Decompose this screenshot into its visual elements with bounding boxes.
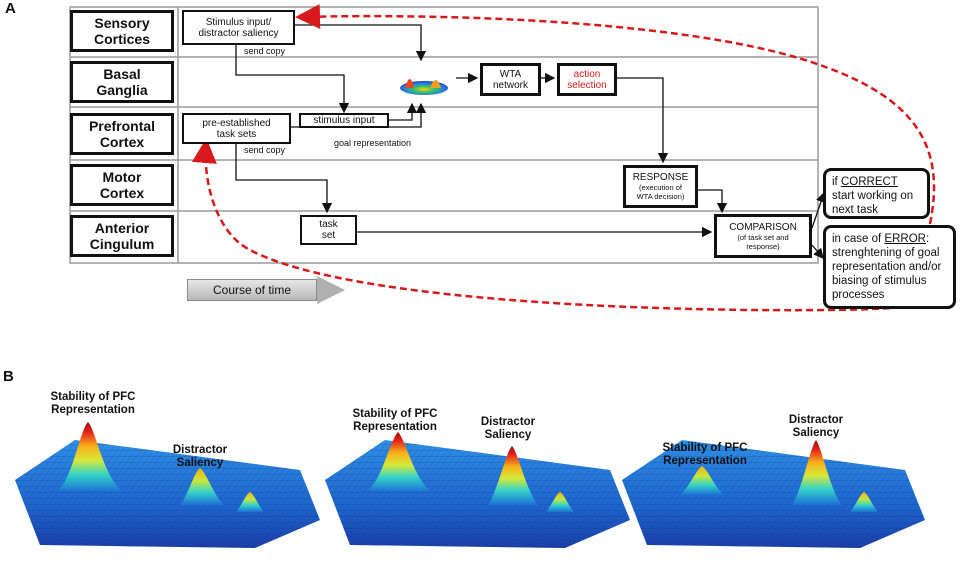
- error-outcome-box: in case of ERROR: strenghtening of goal …: [823, 225, 956, 309]
- pre-established-task-sets-box: pre-established task sets: [182, 113, 291, 144]
- task-set-box: task set: [300, 215, 357, 245]
- comparison-box: COMPARISON (of task set and response): [714, 214, 812, 258]
- error-prefix: in case of: [832, 233, 885, 245]
- response-subtitle: (execution of WTA decision): [636, 183, 685, 201]
- wta-surface-icon: [400, 79, 448, 95]
- surface-2-distractor-label: Distractor Saliency: [480, 416, 536, 441]
- comparison-title: COMPARISON: [729, 221, 797, 233]
- correct-outcome-box: if CORRECT start working on next task: [823, 168, 930, 219]
- surface-plot-1: [15, 422, 320, 548]
- wta-network-box: WTA network: [480, 63, 541, 96]
- response-box: RESPONSE (execution of WTA decision): [623, 165, 698, 208]
- error-text: : strenghtening of goal representation a…: [832, 233, 942, 301]
- send-copy-note-1: send copy: [244, 46, 286, 56]
- correct-keyword: CORRECT: [840, 176, 898, 188]
- region-anterior-cingulum: Anterior Cingulum: [70, 215, 174, 257]
- region-prefrontal-cortex: Prefrontal Cortex: [70, 113, 174, 155]
- surface-plot-2: [325, 432, 630, 548]
- surface-1-pfc-label: Stability of PFC Representation: [50, 391, 136, 416]
- panel-a-letter: A: [5, 0, 16, 17]
- comparison-subtitle: (of task set and response): [737, 232, 789, 251]
- region-motor-cortex: Motor Cortex: [70, 164, 174, 206]
- course-of-time-arrowhead: [317, 276, 345, 304]
- response-title: RESPONSE: [632, 172, 689, 183]
- surface-3-pfc-label: Stability of PFC Representation: [662, 442, 748, 467]
- surface-3-distractor-label: Distractor Saliency: [788, 414, 844, 439]
- region-sensory-cortices: Sensory Cortices: [70, 10, 174, 52]
- surface-2-pfc-label: Stability of PFC Representation: [352, 408, 438, 433]
- stimulus-input-box: stimulus input: [299, 113, 389, 128]
- correct-text: start working on next task: [832, 190, 914, 216]
- goal-representation-note: goal representation: [334, 138, 412, 148]
- action-selection-box: action selection: [557, 63, 617, 96]
- send-copy-note-2: send copy: [244, 145, 286, 155]
- surface-plot-3: [622, 440, 925, 548]
- correct-prefix: if: [832, 176, 841, 188]
- error-keyword: ERROR: [884, 233, 926, 245]
- surface-1-distractor-label: Distractor Saliency: [172, 444, 228, 469]
- panel-b-letter: B: [3, 368, 14, 385]
- stimulus-input-saliency-box: Stimulus input/ distractor saliency: [182, 10, 295, 45]
- course-of-time-arrow: Course of time: [187, 276, 347, 304]
- course-of-time-label: Course of time: [187, 279, 317, 301]
- region-basal-ganglia: Basal Ganglia: [70, 61, 174, 103]
